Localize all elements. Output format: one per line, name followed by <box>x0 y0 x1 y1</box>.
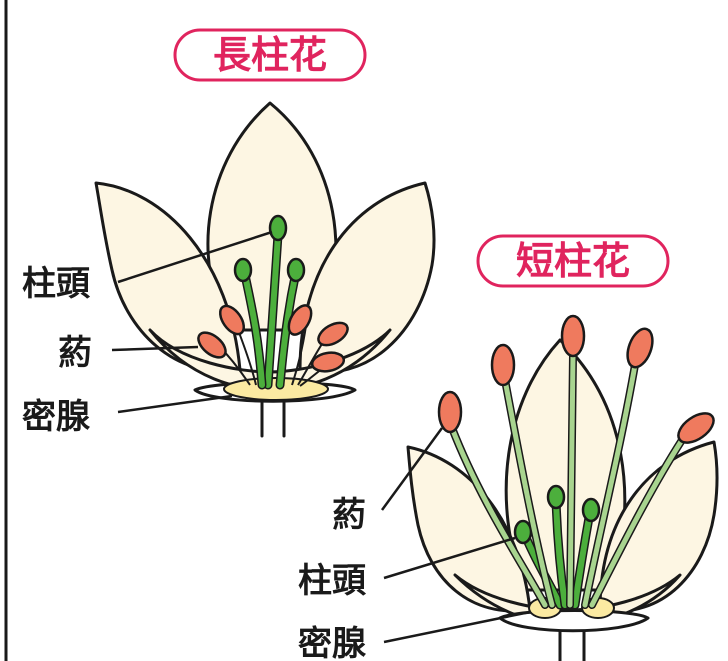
short-pistils <box>513 484 601 610</box>
long-style-title-pill <box>173 28 367 82</box>
long-stigma <box>268 214 288 242</box>
short-stigma-2 <box>546 484 566 510</box>
short-leader-anther <box>380 427 444 511</box>
short-anther-5 <box>677 412 715 444</box>
short-style-2-fill <box>553 497 568 608</box>
short-leader-stigma <box>383 536 516 580</box>
short-leader-nectary <box>383 610 531 644</box>
long-label-nectary: 密腺 <box>22 397 91 437</box>
short-filament-1-fill <box>449 425 548 608</box>
short-style-title-badge: 短柱花 <box>476 234 670 288</box>
short-style-title-pill <box>476 234 670 288</box>
long-leader-nectary <box>117 394 233 414</box>
short-label-anther: 葯 <box>332 495 366 535</box>
long-label-stigma: 柱頭 <box>22 264 91 304</box>
long-pistil-style-fill <box>265 232 281 388</box>
short-style-title: 短柱花 <box>516 239 630 283</box>
long-style-title-badge: 長柱花 <box>173 28 367 82</box>
long-leader-anther <box>111 345 199 352</box>
short-stigma-3 <box>581 497 601 523</box>
short-anther-2 <box>490 343 516 387</box>
short-stem <box>558 628 586 661</box>
short-stigma-1 <box>513 519 533 545</box>
long-style-flower: 長柱花 <box>22 28 436 438</box>
short-stamens <box>448 351 686 609</box>
long-anther-1 <box>197 331 227 359</box>
short-anther-1 <box>437 390 463 434</box>
long-anther-3 <box>287 304 313 336</box>
long-anther-2 <box>218 304 246 336</box>
short-filament-5-fill <box>589 437 685 608</box>
short-filament-4-fill <box>582 362 638 608</box>
long-anther-5 <box>310 351 346 373</box>
short-filament-2-fill <box>502 377 555 608</box>
short-petal-right <box>598 440 719 613</box>
long-stigma-left <box>233 257 253 283</box>
long-style-title: 長柱花 <box>213 33 327 77</box>
long-anther-4 <box>317 321 349 347</box>
short-label-stigma: 柱頭 <box>298 561 367 601</box>
long-leader-stigma <box>117 230 273 284</box>
short-anther-3 <box>560 314 586 358</box>
short-style-flower: 短柱花 <box>298 234 719 661</box>
short-filament-3-fill <box>567 352 576 608</box>
short-anther-4 <box>626 327 654 369</box>
long-label-anther: 葯 <box>58 333 92 373</box>
long-stigma-right <box>286 257 306 283</box>
short-label-nectary: 密腺 <box>298 624 367 661</box>
long-stem <box>260 398 286 438</box>
